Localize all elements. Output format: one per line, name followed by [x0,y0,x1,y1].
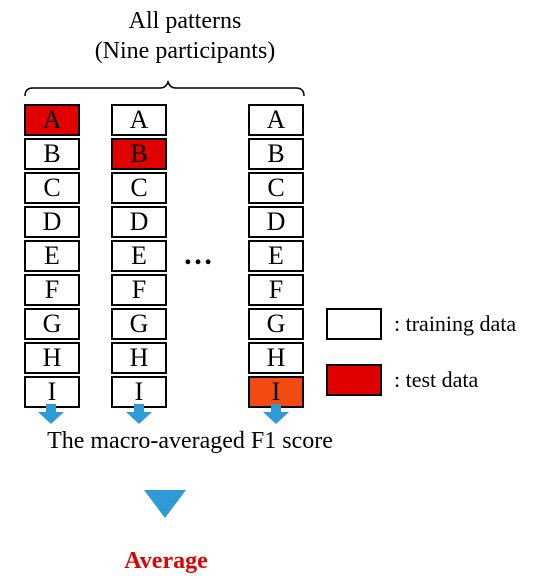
fold-cell-f: F [248,274,304,306]
down-arrow-icon [38,404,64,424]
legend-test-swatch [326,364,382,396]
fold-cell-c: C [248,172,304,204]
fold-cell-e: E [24,240,80,272]
header-line-1: All patterns [128,8,242,34]
fold-cell-d: D [111,206,167,238]
grouping-brace [24,79,305,97]
average-label: Average [124,548,208,574]
fold-cell-a: A [24,104,80,136]
result-label: The macro-averaged F1 score [47,428,333,454]
legend-training-swatch [326,308,382,340]
fold-cell-d: D [24,206,80,238]
fold-cell-c: C [111,172,167,204]
fold-cell-i: I [248,376,304,408]
legend-test-label: : test data [394,367,479,392]
fold-cell-d: D [248,206,304,238]
header-line-2: (Nine participants) [94,38,276,64]
fold-cell-h: H [111,342,167,374]
down-arrow-icon [126,404,152,424]
fold-cell-h: H [248,342,304,374]
large-down-arrow-icon [144,490,186,518]
fold-cell-e: E [248,240,304,272]
fold-cell-b: B [24,138,80,170]
fold-cell-e: E [111,240,167,272]
fold-cell-h: H [24,342,80,374]
legend-training-label: : training data [394,311,517,336]
fold-cell-g: G [248,308,304,340]
fold-cell-g: G [111,308,167,340]
fold-cell-a: A [248,104,304,136]
ellipsis: … [183,238,216,271]
fold-cell-b: B [111,138,167,170]
fold-cell-i: I [111,376,167,408]
fold-cell-g: G [24,308,80,340]
fold-cell-f: F [111,274,167,306]
fold-cell-f: F [24,274,80,306]
fold-cell-a: A [111,104,167,136]
fold-cell-c: C [24,172,80,204]
fold-cell-b: B [248,138,304,170]
down-arrow-icon [263,404,289,424]
